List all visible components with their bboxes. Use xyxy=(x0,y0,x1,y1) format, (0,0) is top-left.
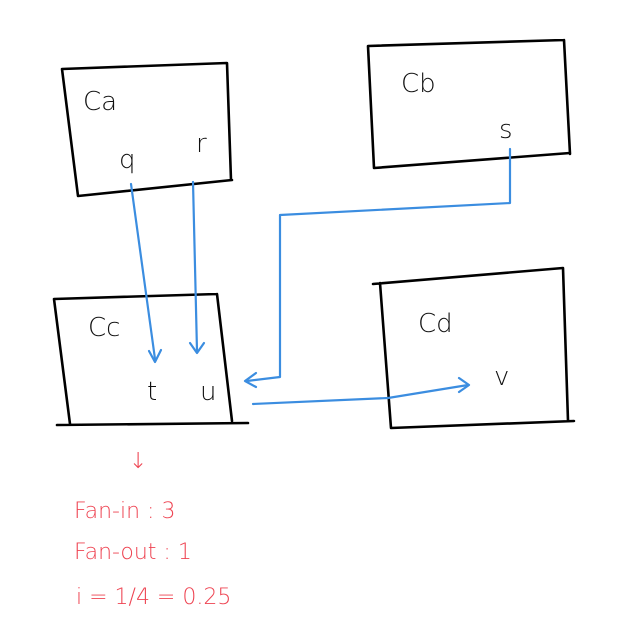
component-cd-label: Cd xyxy=(418,309,453,339)
annotation-arrow: ↓ xyxy=(129,449,147,474)
arrowhead-u-to-v xyxy=(457,376,471,394)
arrowhead-s-to-u xyxy=(243,371,258,389)
component-ca-box xyxy=(60,61,234,198)
port-r-label: r xyxy=(196,129,207,159)
connection-s-to-u xyxy=(243,147,512,389)
port-q-label: q xyxy=(119,145,136,175)
port-u-label: u xyxy=(200,377,216,407)
component-cb: Cb s xyxy=(366,38,572,170)
connection-r-to-u xyxy=(188,180,206,355)
instability-text: i = 1/4 = 0.25 xyxy=(76,585,231,610)
component-cc-label: Cc xyxy=(88,313,120,343)
port-s-label: s xyxy=(499,115,513,145)
component-cc-box xyxy=(52,292,250,427)
connection-q-to-t xyxy=(129,182,163,364)
component-cc: Cc t u xyxy=(52,292,250,427)
component-cd: Cd v xyxy=(371,266,576,430)
connections xyxy=(129,147,512,406)
metrics-annotation: ↓ Fan-in : 3 Fan-out : 1 i = 1/4 = 0.25 xyxy=(74,449,231,610)
port-t-label: t xyxy=(147,377,157,407)
arrowhead-q-to-t xyxy=(147,348,163,364)
component-cb-box xyxy=(366,38,572,170)
component-cd-box xyxy=(371,266,576,430)
arrowhead-r-to-u xyxy=(188,341,206,355)
connection-u-to-v xyxy=(251,376,471,406)
component-ca: Ca q r xyxy=(60,61,234,198)
fan-out-text: Fan-out : 1 xyxy=(74,540,192,565)
component-cb-label: Cb xyxy=(401,69,436,99)
component-ca-label: Ca xyxy=(83,87,117,117)
port-v-label: v xyxy=(494,362,509,392)
fan-in-text: Fan-in : 3 xyxy=(74,499,175,524)
